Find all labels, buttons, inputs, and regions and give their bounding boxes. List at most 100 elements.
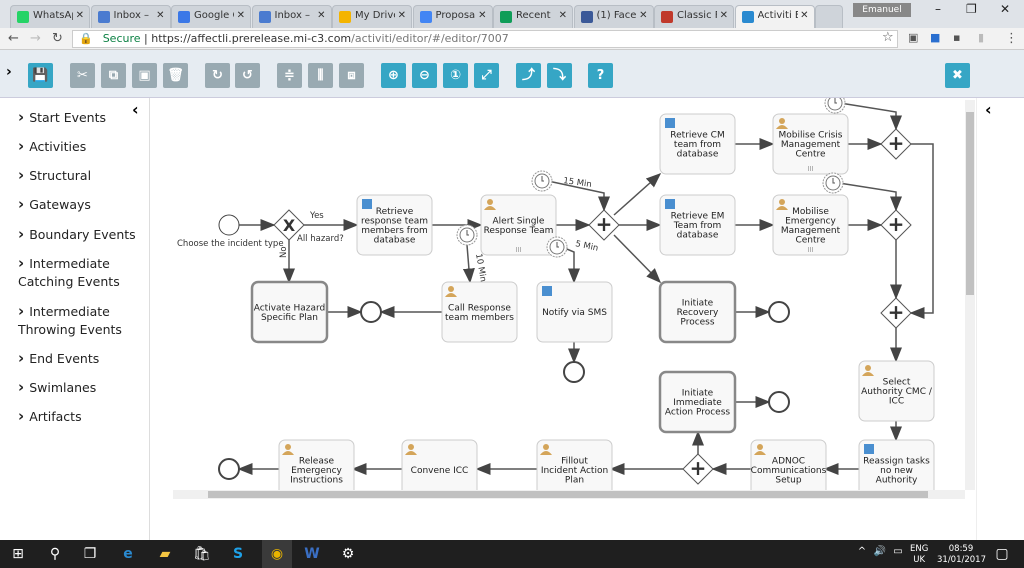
back-icon[interactable]: ← bbox=[8, 31, 19, 46]
timer-boundary-event[interactable] bbox=[824, 98, 846, 114]
gateway-shape[interactable] bbox=[880, 128, 912, 160]
task-box[interactable] bbox=[441, 281, 518, 343]
delete-button[interactable]: 🗑 bbox=[163, 63, 188, 88]
zoom-out-button[interactable]: ⊖ bbox=[412, 63, 437, 88]
palette-group[interactable]: End Events bbox=[18, 349, 143, 368]
start-event[interactable] bbox=[218, 214, 240, 236]
task-box[interactable] bbox=[278, 439, 355, 490]
end-event[interactable] bbox=[768, 301, 790, 323]
browser-tab[interactable]: Recent✕ bbox=[493, 5, 573, 28]
parallel-gateway[interactable]: + bbox=[682, 453, 714, 485]
sequence-flow[interactable] bbox=[613, 234, 662, 284]
horizontal-scrollbar[interactable] bbox=[173, 490, 965, 499]
task-box[interactable] bbox=[658, 280, 737, 344]
task-box[interactable] bbox=[772, 113, 849, 175]
parallel-gateway[interactable]: + bbox=[880, 209, 912, 241]
palette-group[interactable]: Gateways bbox=[18, 195, 143, 214]
task-box[interactable] bbox=[480, 194, 557, 256]
extension-icon[interactable]: ▪ bbox=[953, 31, 961, 44]
paste-button[interactable]: ▣ bbox=[132, 63, 157, 88]
browser-tab[interactable]: Activiti E✕ bbox=[734, 5, 815, 28]
expand-palette-icon[interactable]: › bbox=[6, 64, 12, 80]
tray-chevron-icon[interactable]: ^ bbox=[857, 546, 867, 557]
expand-properties-icon[interactable]: ‹ bbox=[985, 100, 992, 119]
start-icon[interactable]: ⊞ bbox=[12, 546, 24, 562]
task-box[interactable] bbox=[750, 439, 827, 490]
align-horizontal-button[interactable]: ≑ bbox=[277, 63, 302, 88]
new-tab-button[interactable] bbox=[815, 5, 843, 28]
task-box[interactable] bbox=[659, 113, 736, 175]
browser-tab[interactable]: Proposal✕ bbox=[412, 5, 493, 28]
task-box[interactable] bbox=[536, 439, 613, 490]
tab-close-icon[interactable]: ✕ bbox=[236, 10, 245, 21]
bookmark-star-icon[interactable]: ☆ bbox=[882, 30, 894, 45]
menu-icon[interactable]: ⋮ bbox=[1005, 31, 1018, 46]
network-icon[interactable]: ▭ bbox=[893, 546, 903, 557]
remove-bendpoint-button[interactable]: ⤵ bbox=[547, 63, 572, 88]
skype-icon[interactable]: S bbox=[232, 546, 244, 562]
sequence-flow[interactable] bbox=[547, 180, 610, 212]
tab-close-icon[interactable]: ✕ bbox=[317, 10, 326, 21]
palette-group[interactable]: Swimlanes bbox=[18, 378, 143, 397]
browser-tab[interactable]: My Drive✕ bbox=[332, 5, 412, 28]
browser-tab[interactable]: Inbox – ✕ bbox=[251, 5, 332, 28]
parallel-gateway[interactable]: + bbox=[880, 297, 912, 329]
tab-close-icon[interactable]: ✕ bbox=[156, 10, 165, 21]
sequence-flow[interactable] bbox=[838, 182, 902, 212]
same-size-button[interactable]: ⧈ bbox=[339, 63, 364, 88]
redo-button[interactable]: ↻ bbox=[205, 63, 230, 88]
palette-group[interactable]: Structural bbox=[18, 166, 143, 185]
sequence-flow[interactable] bbox=[462, 244, 475, 284]
task-box[interactable] bbox=[356, 194, 433, 256]
gateway-shape[interactable] bbox=[880, 209, 912, 241]
scrollbar-thumb[interactable] bbox=[208, 491, 928, 498]
settings-icon[interactable]: ⚙ bbox=[341, 546, 355, 562]
close-window-button[interactable]: ✕ bbox=[1000, 2, 1011, 16]
search-icon[interactable]: ⚲ bbox=[49, 546, 61, 562]
timer-boundary-event[interactable] bbox=[546, 236, 568, 258]
extension-icon[interactable]: ■ bbox=[930, 31, 941, 44]
browser-tab[interactable]: WhatsApp✕ bbox=[10, 5, 90, 28]
palette-group[interactable]: Intermediate Catching Events bbox=[18, 254, 143, 291]
close-editor-button[interactable]: ✖ bbox=[945, 63, 970, 88]
undo-button[interactable]: ↺ bbox=[235, 63, 260, 88]
file-explorer-icon[interactable]: ▰ bbox=[159, 546, 171, 562]
exclusive-gateway[interactable]: X bbox=[273, 209, 305, 241]
extension-icon[interactable]: ▮ bbox=[978, 31, 985, 44]
task-box[interactable] bbox=[401, 439, 478, 490]
gateway-shape[interactable] bbox=[682, 453, 714, 485]
gateway-shape[interactable] bbox=[588, 209, 620, 241]
timer-boundary-event[interactable] bbox=[456, 224, 478, 246]
task-notify[interactable]: Notify via SMS bbox=[536, 281, 613, 343]
browser-tab[interactable]: Inbox – ✕ bbox=[90, 5, 171, 28]
timer-boundary-event[interactable] bbox=[531, 170, 553, 192]
task-box[interactable] bbox=[536, 281, 613, 343]
sequence-flow[interactable] bbox=[909, 143, 934, 319]
maximize-button[interactable]: ❐ bbox=[966, 2, 977, 16]
tab-close-icon[interactable]: ✕ bbox=[639, 10, 648, 21]
task-box[interactable] bbox=[858, 439, 935, 490]
task-convene[interactable]: Convene ICC bbox=[401, 439, 478, 490]
vertical-scrollbar[interactable] bbox=[965, 100, 975, 490]
gateway-shape[interactable] bbox=[880, 297, 912, 329]
store-icon[interactable]: 🛍 bbox=[193, 546, 211, 562]
gateway-shape[interactable] bbox=[273, 209, 305, 241]
parallel-gateway[interactable]: + bbox=[588, 209, 620, 241]
reload-icon[interactable]: ↻ bbox=[52, 31, 63, 46]
tab-close-icon[interactable]: ✕ bbox=[75, 10, 84, 21]
copy-button[interactable]: ⧉ bbox=[101, 63, 126, 88]
